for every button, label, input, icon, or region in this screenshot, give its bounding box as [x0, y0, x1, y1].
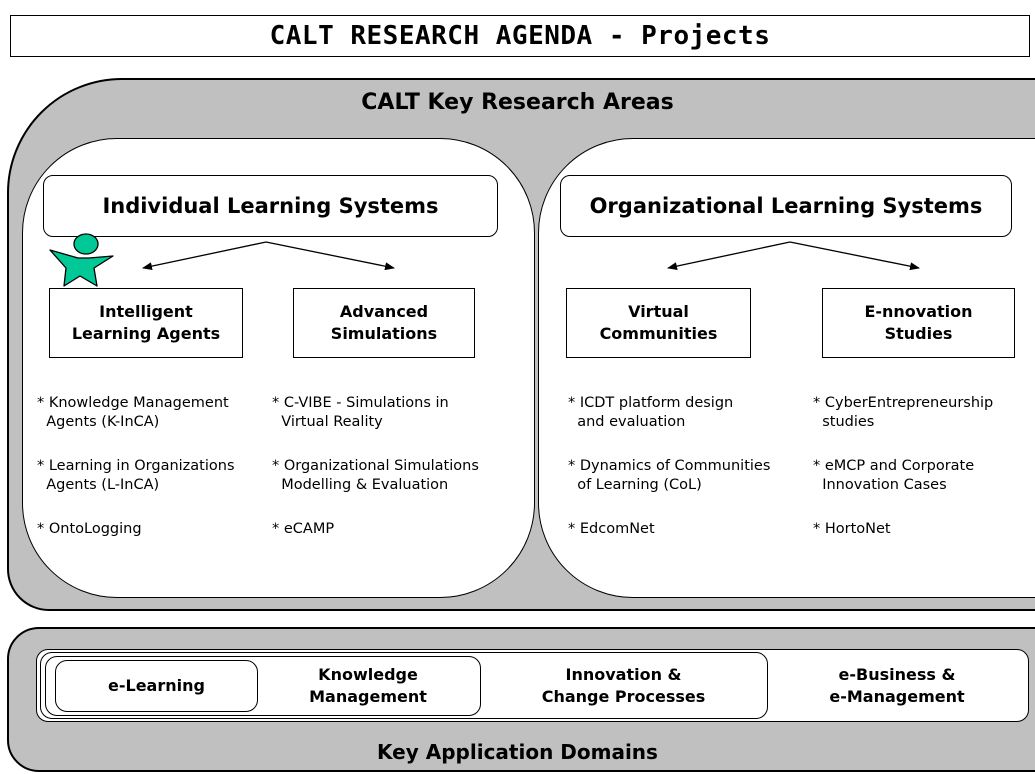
arrow-to-intelligent-agents	[142, 241, 267, 271]
arrow-to-advanced-simulations	[265, 241, 395, 271]
arrow-to-ennovation-studies	[789, 241, 920, 271]
person-figure-icon	[49, 233, 114, 287]
arrow-to-virtual-communities	[667, 241, 791, 271]
domain-label: e-Business & e-Management	[829, 665, 965, 706]
domain-label: Innovation & Change Processes	[541, 665, 706, 706]
domains-outer-frame	[36, 649, 1029, 722]
virtual-communities-label: Virtual Communities	[599, 302, 718, 343]
project-item: * OntoLogging	[37, 521, 142, 537]
ennovation-studies-box: E-nnovation Studies	[822, 288, 1015, 358]
project-item: * Knowledge Management Agents (K-InCA)	[37, 395, 229, 430]
project-item: * Dynamics of Communities of Learning (C…	[568, 458, 771, 493]
virtual-communities-box: Virtual Communities	[566, 288, 751, 358]
project-item: * eMCP and Corporate Innovation Cases	[813, 458, 975, 493]
organizational-learning-systems-box: Organizational Learning Systems	[560, 175, 1012, 237]
domain-label: Knowledge Management	[309, 665, 427, 706]
project-item: * ICDT platform design and evaluation	[568, 395, 734, 430]
domains-nested-frame	[55, 660, 258, 712]
project-item: * C-VIBE - Simulations in Virtual Realit…	[272, 395, 449, 430]
advanced-simulations-box: Advanced Simulations	[293, 288, 475, 358]
advanced-simulations-label: Advanced Simulations	[330, 302, 438, 343]
domain-knowledge-management: Knowledge Management	[258, 660, 478, 712]
page-title: CALT RESEARCH AGENDA - Projects	[10, 15, 1030, 57]
ennovation-studies-label: E-nnovation Studies	[864, 302, 973, 343]
domain-innovation-change: Innovation & Change Processes	[481, 660, 766, 712]
domain-label: e-Learning	[108, 676, 205, 695]
project-item: * eCAMP	[272, 521, 335, 537]
organizational-learning-systems-label: Organizational Learning Systems	[589, 194, 983, 218]
intelligent-learning-agents-box: Intelligent Learning Agents	[49, 288, 243, 358]
domain-e-learning: e-Learning	[55, 660, 258, 712]
project-item: * Organizational Simulations Modelling &…	[272, 458, 479, 493]
project-item: * EdcomNet	[568, 521, 655, 537]
individual-learning-systems-label: Individual Learning Systems	[102, 194, 439, 218]
project-item: * CyberEntrepreneurship studies	[813, 395, 994, 430]
project-item: * HortoNet	[813, 521, 891, 537]
individual-learning-systems-box: Individual Learning Systems	[43, 175, 498, 237]
domain-e-business: e-Business & e-Management	[768, 660, 1026, 712]
domains-nested-frame	[40, 652, 768, 719]
intelligent-learning-agents-label: Intelligent Learning Agents	[71, 302, 221, 343]
domains-nested-frame	[45, 656, 481, 716]
application-domains-heading: Key Application Domains	[377, 740, 658, 764]
project-item: * Learning in Organizations Agents (L-In…	[37, 458, 235, 493]
page-title-text: CALT RESEARCH AGENDA - Projects	[269, 21, 771, 51]
research-areas-heading: CALT Key Research Areas	[361, 90, 674, 115]
